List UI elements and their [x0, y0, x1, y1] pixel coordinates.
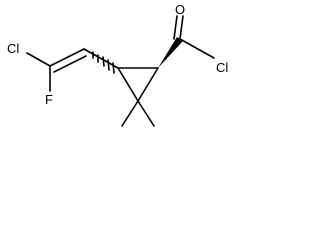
- atom-f: F: [45, 92, 53, 107]
- bond-c-o-1: [179, 15, 184, 40]
- bond-methyl-left: [121, 100, 139, 127]
- solid-wedge-right: [158, 37, 183, 68]
- atom-cl-acyl: Cl: [216, 60, 228, 75]
- bond-c-c-double-1: [49, 48, 85, 67]
- bond-c-cl-vinyl: [26, 52, 51, 67]
- bond-vinyl-to-ring: [83, 48, 119, 69]
- atom-o: O: [175, 2, 185, 17]
- bond-c-c-double-2: [53, 55, 87, 73]
- bond-c-o-2: [173, 15, 178, 40]
- bond-ring-right: [137, 67, 159, 102]
- bond-methyl-right: [137, 100, 155, 127]
- bond-ring-left: [117, 67, 139, 102]
- hashed-wedge-left: [92, 51, 115, 74]
- bond-c-cl-acyl: [179, 38, 215, 59]
- chemical-structure: Cl F O Cl: [7, 2, 228, 127]
- atom-cl-vinyl: Cl: [7, 41, 19, 56]
